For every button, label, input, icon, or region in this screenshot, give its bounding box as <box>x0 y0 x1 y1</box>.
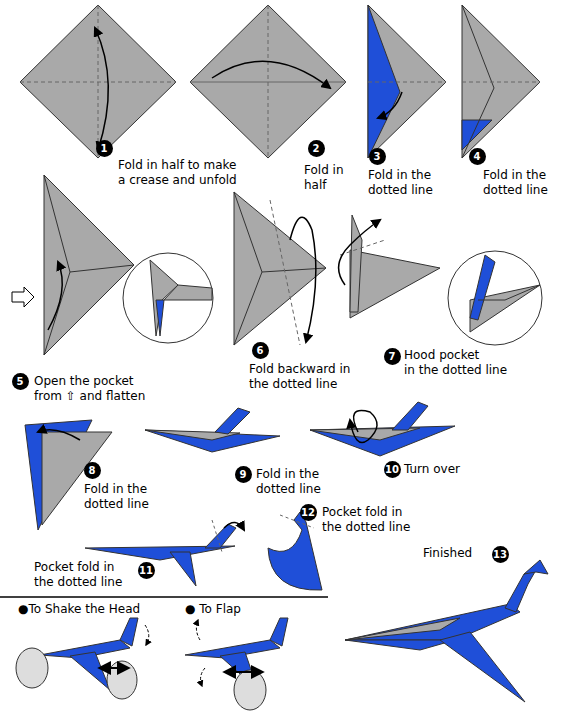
step-number-text: 2 <box>313 143 320 154</box>
step-number-text: 5 <box>17 376 24 387</box>
step-number-text: 9 <box>240 469 247 480</box>
instruction-text: Fold in the dotted line <box>368 168 433 198</box>
instruction-text: Turn over <box>404 462 460 477</box>
step-number: 11 <box>138 562 155 579</box>
instruction-text: Pocket fold in the dotted line <box>34 560 122 590</box>
step-number-text: 12 <box>301 507 315 518</box>
step-number: 9 <box>235 466 252 483</box>
step-number: 1 <box>96 140 113 157</box>
step-number: 8 <box>84 462 101 479</box>
step-number-text: 11 <box>139 565 153 576</box>
instruction-text: Finished <box>423 546 472 561</box>
instruction-text: Fold in half <box>304 163 344 193</box>
step-number: 3 <box>369 148 386 165</box>
step-number-text: 10 <box>385 464 399 475</box>
step-number-text: 8 <box>89 465 96 476</box>
step-number-text: 7 <box>389 351 396 362</box>
instruction-text: ●To Shake the Head <box>18 602 140 617</box>
step-number-text: 1 <box>101 143 108 154</box>
instruction-text: Fold in the dotted line <box>483 168 548 198</box>
instruction-text: Hood pocket in the dotted line <box>404 348 507 378</box>
instruction-text: Fold in half to make a crease and unfold <box>118 158 237 188</box>
step-number: 4 <box>469 148 486 165</box>
instruction-text: Fold in the dotted line <box>84 482 149 512</box>
step-number-text: 6 <box>257 345 264 356</box>
instruction-text: ● To Flap <box>185 602 241 617</box>
step-number: 12 <box>300 504 317 521</box>
step-number: 5 <box>12 373 29 390</box>
instruction-text: Fold in the dotted line <box>256 467 321 497</box>
instruction-text: Open the pocket from ⇧ and flatten <box>34 374 145 404</box>
step-number: 2 <box>308 140 325 157</box>
step-number: 6 <box>252 342 269 359</box>
step-number-text: 13 <box>493 549 507 560</box>
step-number: 10 <box>384 461 401 478</box>
instruction-text: Fold backward in the dotted line <box>249 362 350 392</box>
step-number: 13 <box>492 546 509 563</box>
step-number-text: 4 <box>474 151 481 162</box>
step-number: 7 <box>384 348 401 365</box>
instruction-text: Pocket fold in the dotted line <box>322 505 410 535</box>
step-number-text: 3 <box>374 151 381 162</box>
